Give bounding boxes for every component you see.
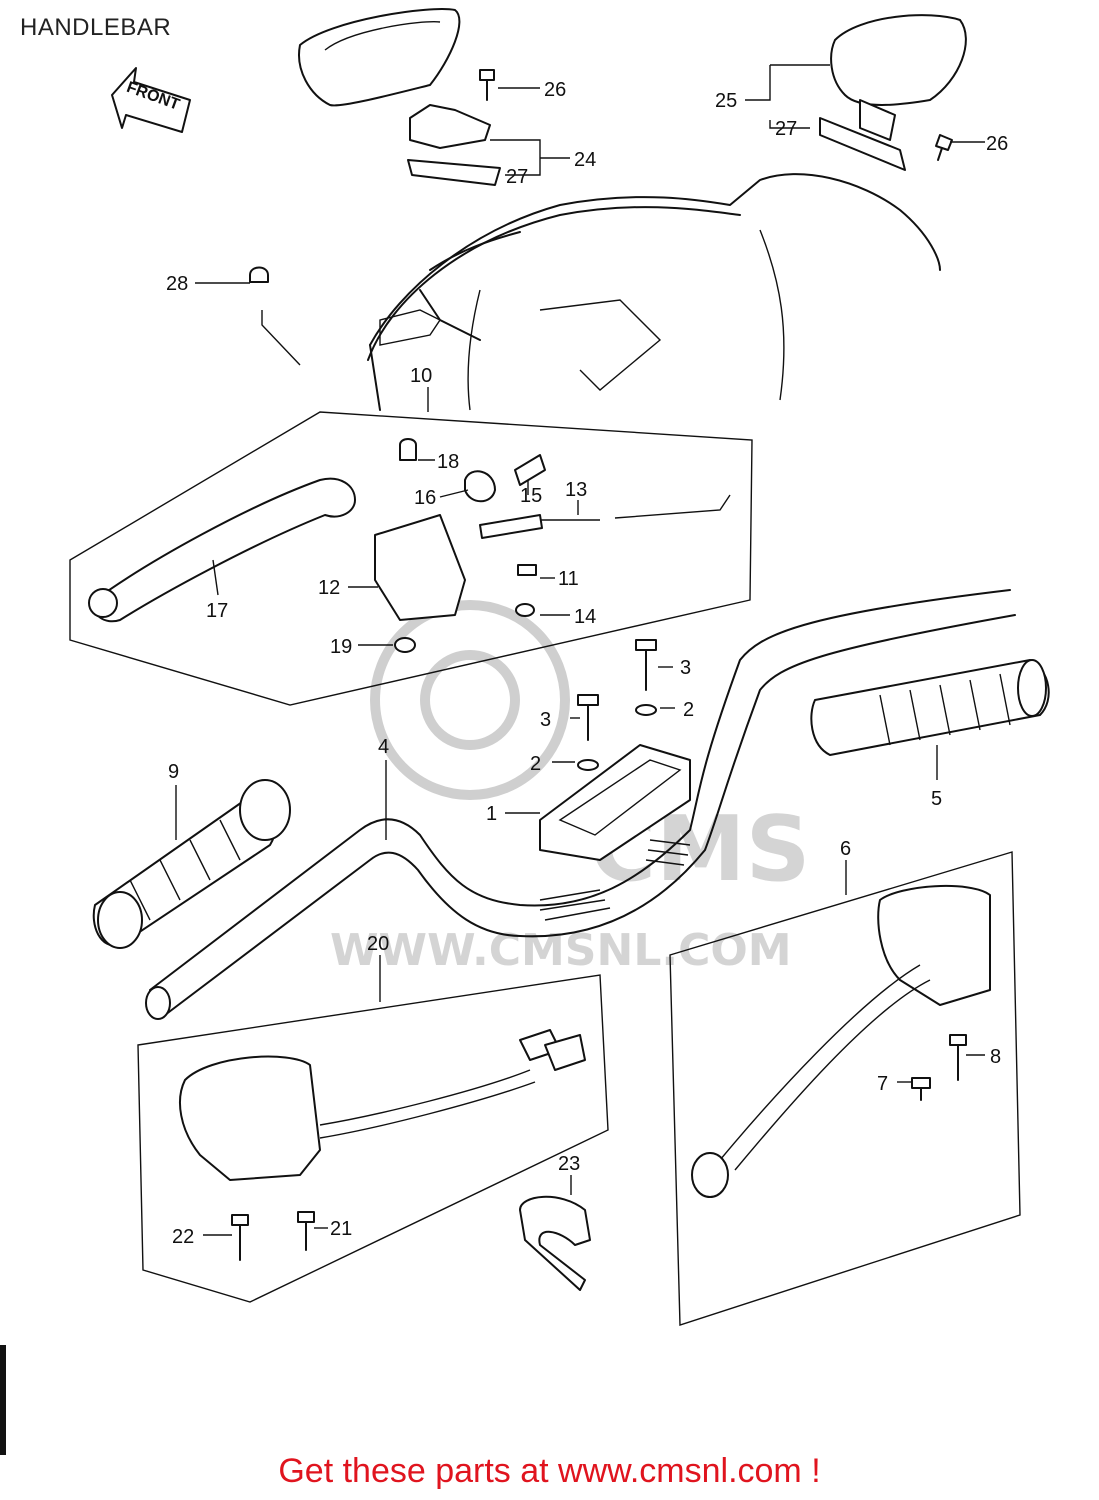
callout-label: 11 [558, 568, 579, 590]
callout-label: 18 [437, 451, 459, 473]
callout-label: 16 [414, 487, 436, 509]
callout-label: 26 [986, 133, 1008, 155]
mirror-screws [249, 69, 953, 283]
callout-label: 3 [540, 709, 551, 731]
clutch-lever-box [69, 411, 753, 706]
callout-leaders [175, 64, 985, 1236]
callout-label: 7 [877, 1073, 888, 1095]
watermark-url: WWW.CMSNL.COM [330, 925, 792, 976]
cta-link[interactable]: Get these parts at www.cmsnl.com ! [278, 1452, 821, 1490]
callout-label: 23 [558, 1153, 580, 1175]
fairing-outline [367, 173, 941, 411]
callout-label: 6 [840, 838, 851, 860]
callout-label: 1 [486, 803, 497, 825]
holder-bolts [577, 639, 657, 771]
left-mirror [298, 8, 501, 186]
callout-label: 8 [990, 1046, 1001, 1068]
margin-bar [0, 1345, 6, 1455]
callout-label: 25 [715, 90, 737, 112]
callout-label: 3 [680, 657, 691, 679]
left-grip [92, 779, 291, 949]
front-arrow-icon: FRONT [111, 67, 191, 133]
callout-label: 24 [574, 149, 596, 171]
callout-label: 2 [530, 753, 541, 775]
callout-label: 27 [775, 118, 797, 140]
handlebar-tube [145, 589, 1016, 1020]
callout-label: 28 [166, 273, 188, 295]
callout-label: 14 [574, 606, 596, 628]
right-grip [810, 659, 1050, 756]
watermark: CMS WWW.CMSNL.COM [330, 600, 810, 976]
callout-label: 4 [378, 736, 389, 758]
callout-label: 10 [410, 365, 432, 387]
callout-label: 20 [367, 933, 389, 955]
left-switch-box [137, 974, 609, 1303]
handlebar-holder [539, 744, 691, 861]
callout-label: 26 [544, 79, 566, 101]
callout-label: 13 [565, 479, 587, 501]
page-title: HANDLEBAR [20, 14, 172, 41]
callout-label: 17 [206, 600, 228, 622]
callout-label: 19 [330, 636, 352, 658]
callout-label: 2 [683, 699, 694, 721]
callout-label: 12 [318, 577, 340, 599]
callout-label: 9 [168, 761, 179, 783]
callout-label: 15 [520, 485, 542, 507]
right-mirror [819, 14, 967, 171]
callout-label: 27 [506, 166, 528, 188]
wire-clamp [519, 1195, 591, 1291]
callout-label: 22 [172, 1226, 194, 1248]
callout-labels: 1 2 2 3 3 4 5 6 7 8 9 10 11 12 13 14 15 … [166, 79, 1008, 1248]
callout-label: 5 [931, 788, 942, 810]
callout-label: 21 [330, 1218, 352, 1240]
right-switch-box [669, 851, 1021, 1326]
